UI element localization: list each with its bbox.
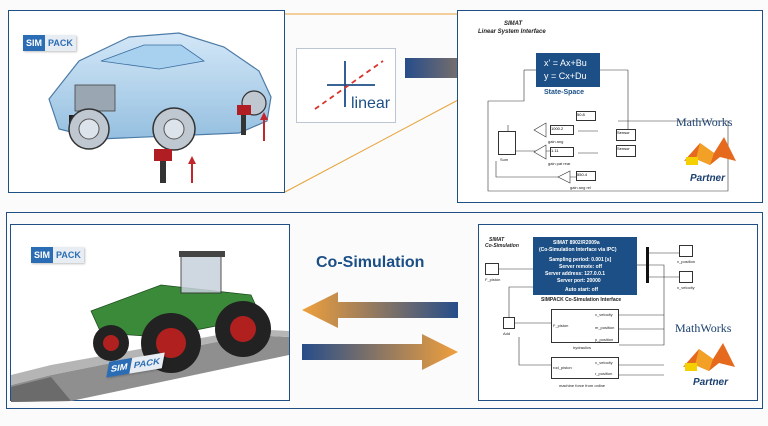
rod-caption: machine force from online [559, 383, 606, 388]
ss-caption: State-Space [544, 89, 585, 96]
state-space-block[interactable]: x' = Ax+Bu y = Cx+Du [536, 53, 600, 87]
bottom-simulink-panel: SIMAT Co-Simulation SIMAT 8902/R2009a (C… [478, 224, 758, 401]
scope-block-2[interactable] [679, 271, 693, 283]
hyd-label: hydraulics [573, 345, 592, 350]
gain-label-2: gain pat rear [548, 161, 571, 166]
matlab-membrane-icon-bottom [683, 343, 735, 371]
mathworks-label-top: MathWorks [676, 115, 733, 129]
cosim-line3: Sampling period: 0.001 [s] [549, 257, 612, 263]
scope-label-2: v_velocity [677, 285, 695, 290]
cosim-caption: SIMPACK Co-Simulation Interface [541, 297, 622, 303]
cosim-arrow-left [302, 292, 458, 328]
ss-eq2: y = Cx+Du [544, 71, 587, 81]
partner-label-top: Partner [690, 173, 726, 184]
top-car-panel: SIM PACK [8, 10, 285, 193]
gain-block-2[interactable]: 1000.2 [550, 125, 574, 135]
bottom-tractor-panel: SIM PACK SIM PACK [10, 224, 290, 402]
linear-box: linear [296, 48, 396, 123]
sim-subtitle-bottom: Co-Simulation [485, 243, 519, 249]
ss-eq1: x' = Ax+Bu [544, 58, 587, 68]
sensor-block-2[interactable]: Sensor [616, 145, 636, 157]
sum-block[interactable] [498, 131, 516, 155]
cosim-line5: Server address: 127.0.0.1 [545, 271, 606, 277]
input-label-fpiston: F_piston [485, 277, 501, 282]
cosimulation-label: Co-Simulation [316, 254, 425, 271]
linear-axes-icon [314, 60, 384, 110]
cosim-line2: (Co-Simulation Interface via IPC) [539, 247, 617, 253]
car-illustration [48, 32, 272, 183]
sum-label: Sum [500, 157, 509, 162]
rod-out2: r_position [595, 371, 613, 376]
top-sim-wiring [487, 69, 729, 192]
sim-subtitle-top: Linear System Interface [478, 29, 546, 35]
hyd-out3: p_position [595, 337, 614, 342]
cosim-line7: Auto start: off [565, 287, 599, 293]
add-block[interactable] [503, 317, 515, 329]
partner-label-bottom: Partner [693, 377, 729, 388]
cosim-line1: SIMAT 8902/R2009a [553, 240, 600, 246]
sim-title-bottom: SIMAT [489, 237, 505, 243]
hydraulics-block[interactable] [551, 309, 619, 343]
gain-block-4[interactable]: 550.4 [576, 171, 596, 181]
simpack-logo-bottom: SIM PACK [31, 247, 84, 263]
rod-out1: v_velocity [595, 360, 613, 365]
rod-label: rod_piston [553, 365, 572, 370]
linear-label: linear [351, 95, 391, 112]
simpack-logo-top: SIM PACK [23, 35, 76, 51]
mathworks-label-bottom: MathWorks [675, 321, 732, 335]
gain-block-3[interactable]: 1.11 [550, 147, 574, 157]
hyd-in1: F_piston [553, 323, 569, 328]
sim-title-top: SIMAT [504, 21, 523, 27]
gain-label-3: gain ang rel [570, 185, 591, 190]
scope-block-1[interactable] [679, 245, 693, 257]
hyd-out1: v_velocity [595, 312, 613, 317]
cosim-line4: Server remote: off [559, 264, 603, 270]
gain-label-1: gain ang [548, 139, 564, 144]
bottom-sim-wiring [499, 247, 679, 376]
cosim-arrow-right [302, 334, 458, 370]
scope-label-1: v_position [677, 259, 696, 264]
input-block-fpiston[interactable] [485, 263, 499, 275]
tractor-illustration [11, 251, 289, 402]
hyd-out2: m_position [595, 325, 615, 330]
gain-block-1[interactable]: 50.8 [576, 111, 596, 121]
bottom-section-frame [6, 212, 763, 409]
cosim-line6: Server port: 20000 [557, 278, 601, 284]
matlab-membrane-icon [684, 137, 736, 165]
sensor-block-1[interactable]: Sensor [616, 129, 636, 141]
add-label: Add [503, 331, 511, 336]
cosim-interface-block[interactable]: SIMAT 8902/R2009a (Co-Simulation Interfa… [533, 237, 637, 295]
rod-piston-block[interactable] [551, 357, 619, 379]
top-simulink-panel: SIMAT Linear System Interface x' = Ax+Bu… [457, 10, 763, 203]
